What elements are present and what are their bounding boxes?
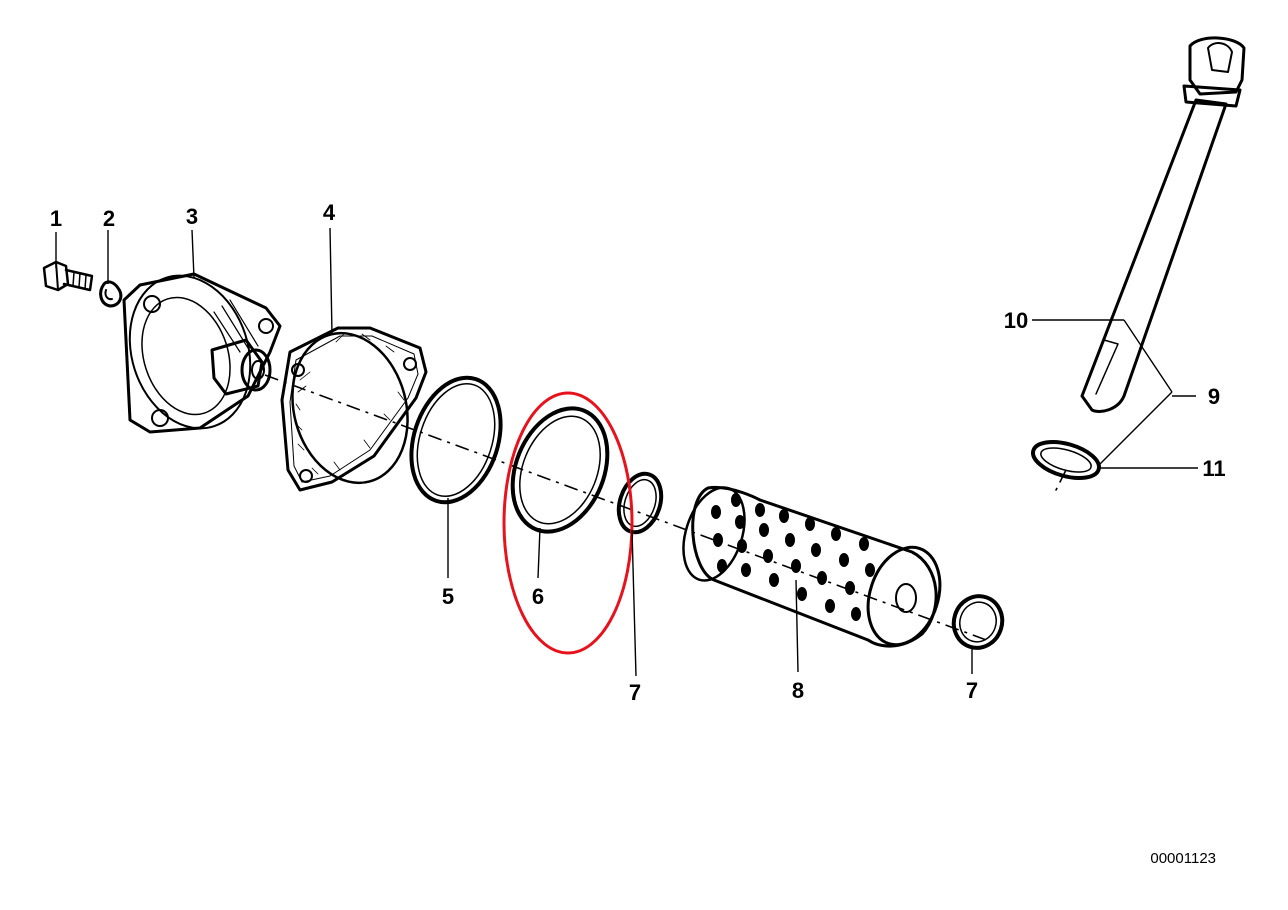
- label-part-9: 9: [1208, 384, 1220, 409]
- part-ring: [510, 406, 610, 534]
- label-part-7-front: 7: [629, 680, 641, 705]
- label-part-7-rear: 7: [966, 678, 978, 703]
- label-part-2: 2: [103, 206, 115, 231]
- part-cover: [122, 272, 282, 434]
- label-part-1: 1: [50, 206, 62, 231]
- label-part-10: 10: [1004, 308, 1028, 333]
- label-part-11: 11: [1202, 456, 1225, 481]
- part-gasket: [280, 326, 428, 492]
- highlight-circle: [502, 391, 634, 655]
- drawing-reference-number: 00001123: [1150, 850, 1216, 867]
- part-dipstick: [1080, 36, 1246, 413]
- label-part-6: 6: [532, 584, 544, 609]
- part-seal-ring-rear: [951, 594, 1005, 650]
- part-lock-washer: [99, 280, 123, 308]
- part-o-ring: [409, 375, 503, 505]
- part-oil-filter-element: [682, 485, 942, 648]
- label-part-5: 5: [442, 584, 454, 609]
- label-part-3: 3: [186, 204, 198, 229]
- part-seal-ring-front: [616, 471, 664, 535]
- label-part-8: 8: [792, 678, 804, 703]
- part-bolt: [42, 260, 94, 292]
- label-part-4: 4: [323, 200, 336, 225]
- leader-lines: [55, 227, 1198, 677]
- part-dipstick-seal-ring: [1031, 439, 1101, 495]
